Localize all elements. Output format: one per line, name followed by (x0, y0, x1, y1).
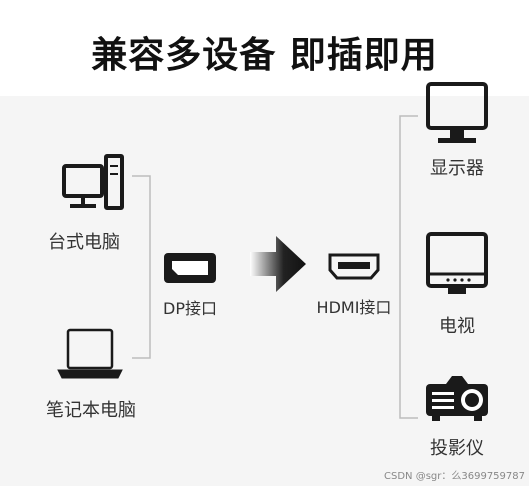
projector-label: 投影仪 (430, 438, 484, 459)
background-band (0, 96, 529, 486)
laptop-icon (57, 328, 123, 379)
tv-label: 电视 (439, 316, 475, 337)
page-title: 兼容多设备 即插即用 (91, 35, 438, 76)
tv-icon (426, 232, 488, 294)
device-bracket (399, 115, 418, 419)
desktop-label: 台式电脑 (48, 232, 120, 253)
projector-icon (426, 376, 488, 421)
watermark-footer: CSDN @sgr：么3699759787 (384, 471, 525, 482)
dp-port-label: DP接口 (163, 299, 217, 318)
displayport-icon (164, 253, 216, 283)
source-bracket (132, 175, 151, 359)
desktop-computer-icon (62, 154, 124, 210)
hdmi-port-label: HDMI接口 (316, 298, 392, 317)
laptop-label: 笔记本电脑 (46, 400, 136, 421)
direction-arrow-icon (250, 236, 306, 292)
monitor-icon (426, 82, 488, 143)
monitor-label: 显示器 (430, 158, 484, 179)
hdmi-port-icon (328, 253, 380, 280)
